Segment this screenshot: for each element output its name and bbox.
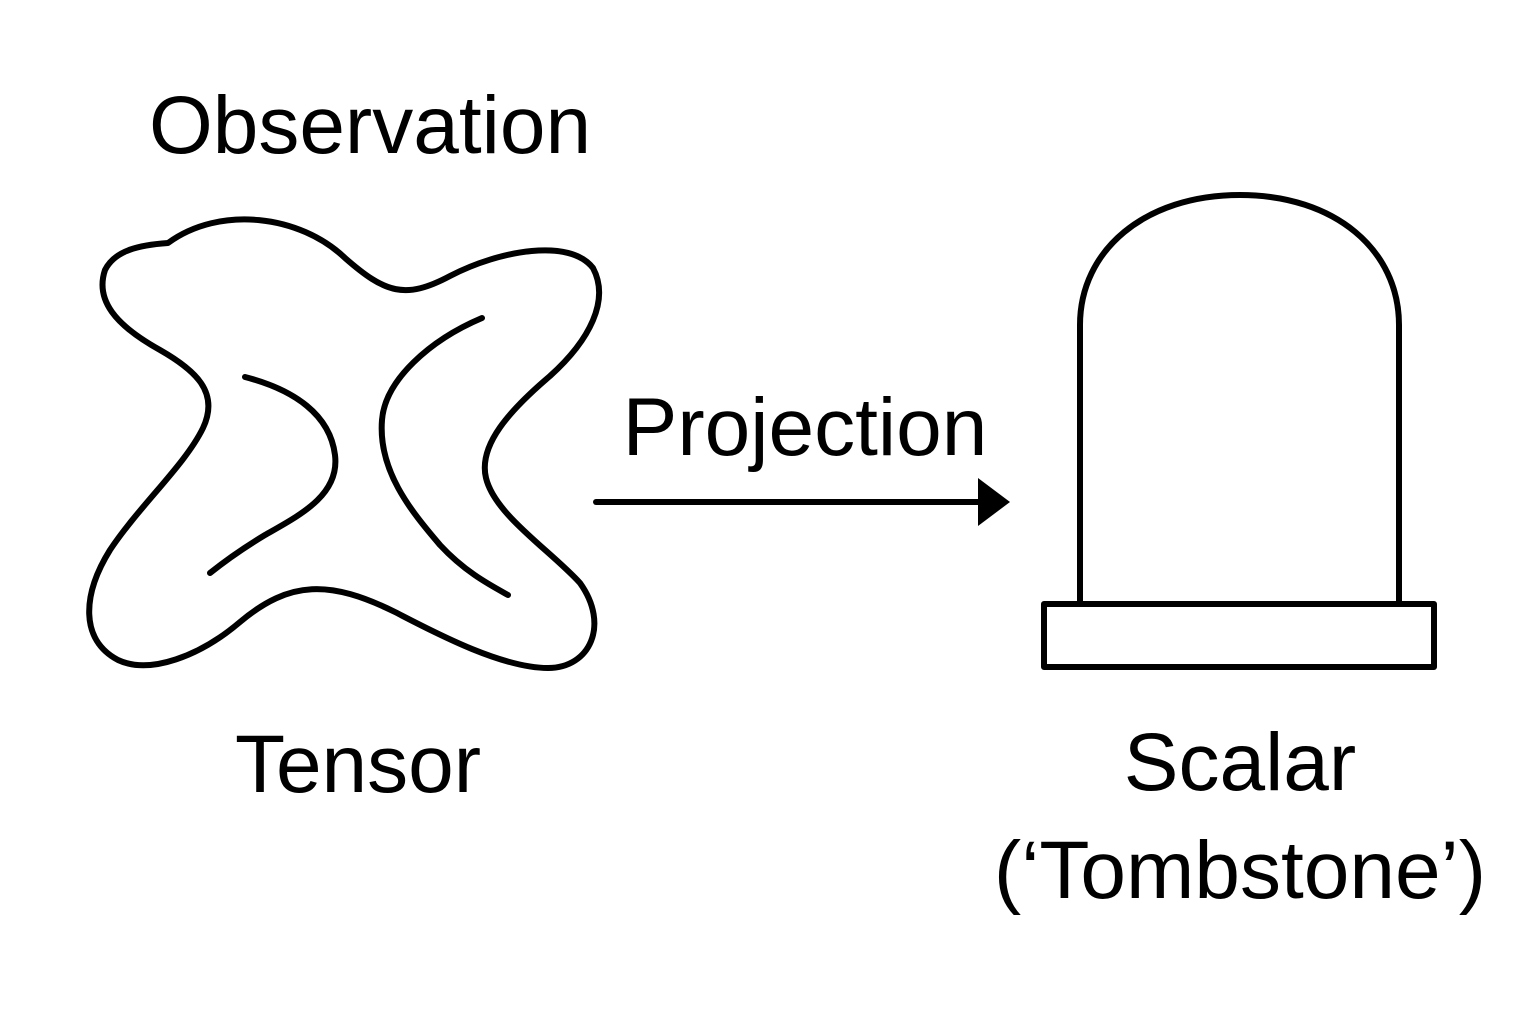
tensor-blob-icon bbox=[86, 216, 603, 671]
tombstone-label: (‘Tombstone’) bbox=[994, 825, 1486, 916]
projection-label: Projection bbox=[623, 382, 988, 473]
arrow-head bbox=[978, 478, 1010, 526]
tombstone-icon bbox=[1041, 192, 1437, 670]
tombstone-body bbox=[1077, 192, 1402, 607]
tensor-label: Tensor bbox=[235, 719, 481, 810]
tensor-inner-curve-left bbox=[207, 374, 339, 576]
tensor-inner-curve-right bbox=[378, 315, 511, 598]
scalar-label: Scalar bbox=[1124, 717, 1356, 808]
tombstone-base bbox=[1041, 601, 1437, 670]
tensor-outline bbox=[86, 216, 603, 671]
projection-arrow-icon bbox=[593, 478, 1010, 526]
observation-label: Observation bbox=[149, 80, 591, 171]
